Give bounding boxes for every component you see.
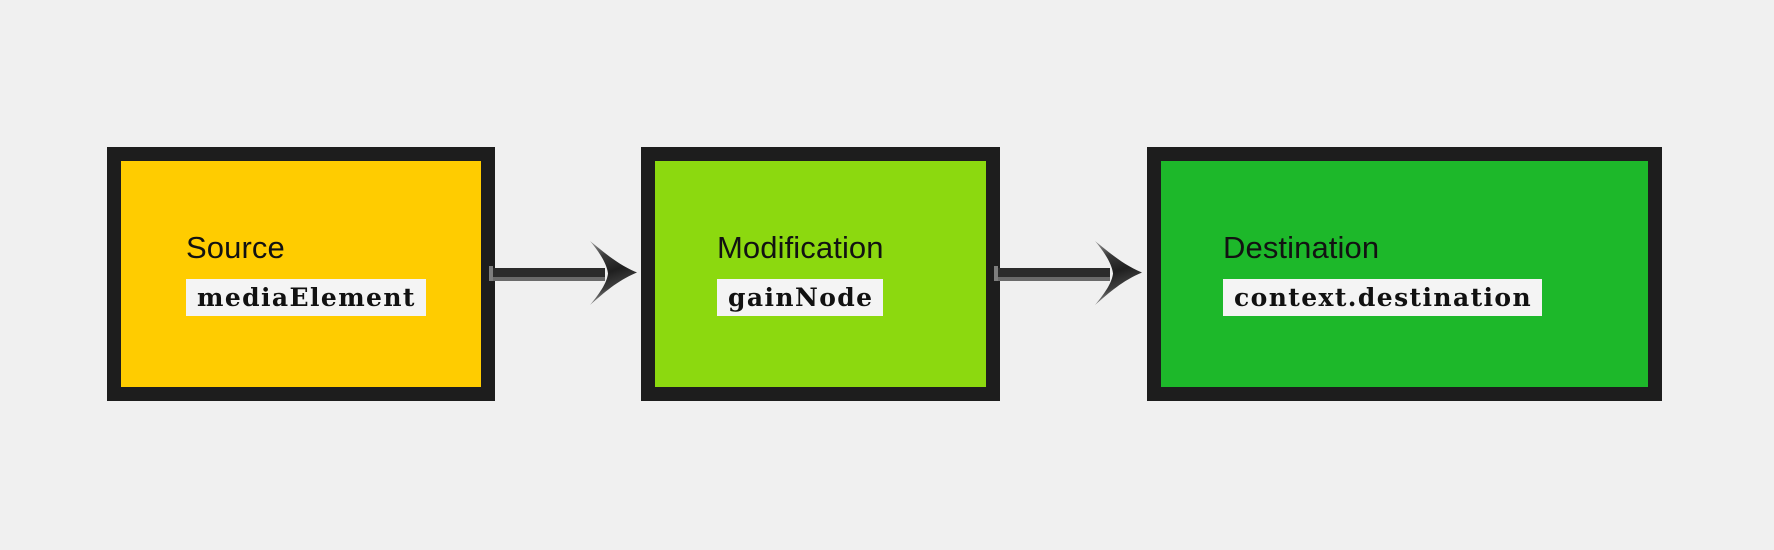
arrow-source-to-modification <box>489 239 651 309</box>
node-modification-title: Modification <box>717 229 884 265</box>
node-modification[interactable]: Modification gainNode <box>641 147 1000 401</box>
node-source[interactable]: Source mediaElement <box>107 147 495 401</box>
node-destination-title: Destination <box>1223 229 1380 265</box>
node-destination[interactable]: Destination context.destination <box>1147 147 1662 401</box>
node-destination-code: context.destination <box>1223 278 1543 317</box>
node-source-code: mediaElement <box>186 278 426 317</box>
node-modification-code: gainNode <box>717 278 884 317</box>
node-source-title: Source <box>186 229 285 265</box>
arrow-modification-to-destination <box>994 239 1156 309</box>
